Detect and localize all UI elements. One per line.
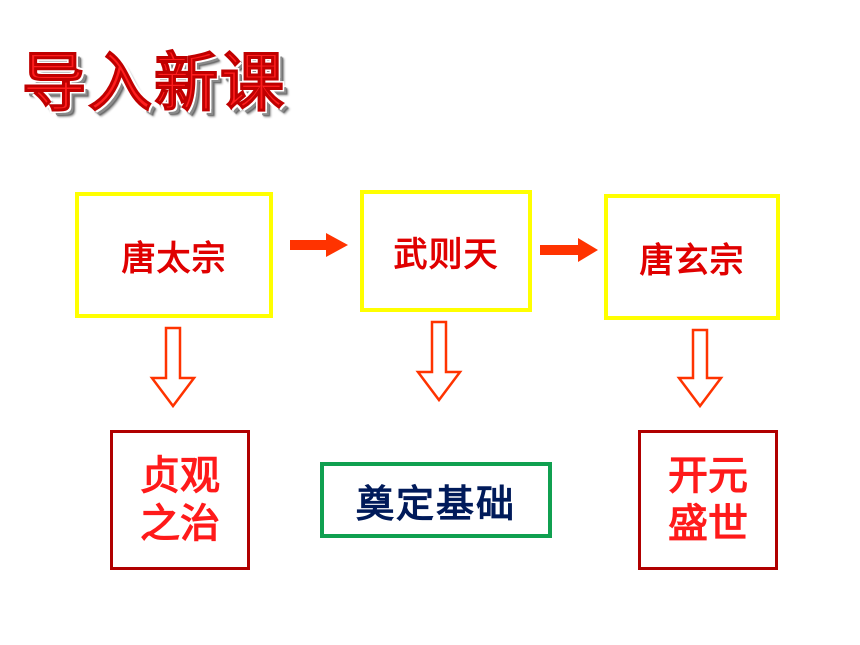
result-text-line: 贞观 bbox=[140, 453, 220, 499]
ruler-box-tang-taizong: 唐太宗 bbox=[75, 192, 273, 318]
result-box-foundation: 奠定基础 bbox=[320, 462, 552, 538]
result-text-line: 开元 bbox=[668, 453, 748, 499]
right-arrow-icon bbox=[540, 238, 598, 262]
ruler-box-tang-xuanzong: 唐玄宗 bbox=[604, 194, 780, 320]
result-box-zhenguan: 贞观 之治 bbox=[110, 430, 250, 570]
ruler-label: 唐玄宗 bbox=[639, 240, 745, 281]
result-text: 奠定基础 bbox=[355, 481, 516, 526]
down-arrow-icon bbox=[676, 328, 724, 409]
result-text-line: 之治 bbox=[140, 501, 220, 547]
page-title: 导入新课 bbox=[22, 47, 286, 121]
ruler-label: 唐太宗 bbox=[121, 238, 227, 279]
result-box-kaiyuan: 开元 盛世 bbox=[638, 430, 778, 570]
right-arrow-icon bbox=[290, 233, 348, 257]
down-arrow-icon bbox=[149, 326, 197, 409]
down-arrow-icon bbox=[415, 320, 463, 403]
ruler-label: 武则天 bbox=[393, 234, 499, 275]
ruler-box-wu-zetian: 武则天 bbox=[360, 190, 532, 312]
result-text-line: 盛世 bbox=[668, 501, 748, 547]
